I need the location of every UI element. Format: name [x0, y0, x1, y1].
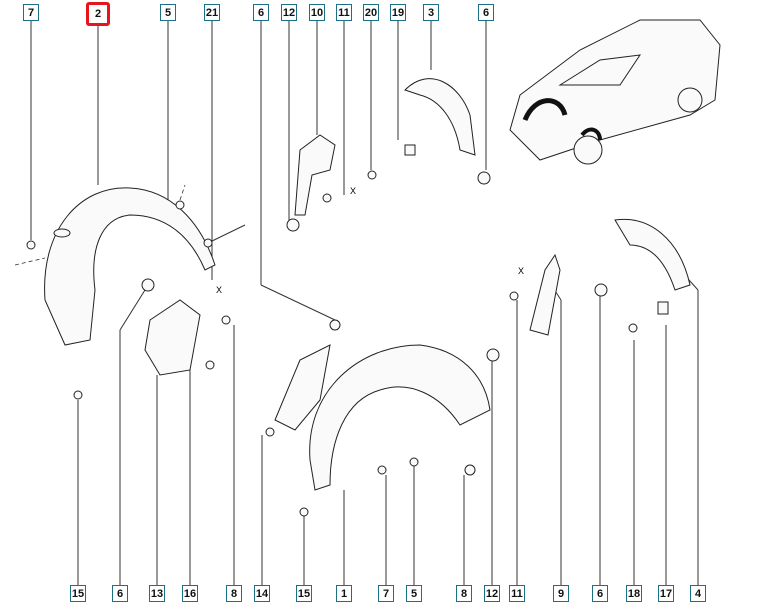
- axis-mark: X: [216, 285, 223, 295]
- part-label-3[interactable]: 3: [423, 4, 439, 21]
- wheel-arch-liner-center: [274, 344, 491, 491]
- part-label-6[interactable]: 6: [592, 585, 608, 602]
- part-label-7[interactable]: 7: [23, 4, 39, 21]
- part-label-8[interactable]: 8: [226, 585, 242, 602]
- part-label-12[interactable]: 12: [484, 585, 500, 602]
- bracket-10: [294, 134, 336, 216]
- part-label-7[interactable]: 7: [378, 585, 394, 602]
- part-label-17[interactable]: 17: [658, 585, 674, 602]
- part-label-15[interactable]: 15: [296, 585, 312, 602]
- wheel-arch-liner-rear-upper: [404, 78, 476, 156]
- part-label-19[interactable]: 19: [390, 4, 406, 21]
- part-label-11[interactable]: 11: [336, 4, 352, 21]
- bolt-21: [203, 224, 246, 248]
- axis-mark: X: [350, 186, 357, 196]
- part-label-21[interactable]: 21: [204, 4, 220, 21]
- part-label-6[interactable]: 6: [112, 585, 128, 602]
- bracket-9: [529, 253, 561, 336]
- fasteners: [26, 144, 669, 517]
- part-label-15[interactable]: 15: [70, 585, 86, 602]
- part-label-16[interactable]: 16: [182, 585, 198, 602]
- part-label-14[interactable]: 14: [254, 585, 270, 602]
- part-label-4[interactable]: 4: [690, 585, 706, 602]
- part-label-6[interactable]: 6: [478, 4, 494, 21]
- part-label-2-highlighted[interactable]: 2: [86, 2, 110, 26]
- part-label-20[interactable]: 20: [363, 4, 379, 21]
- part-label-12[interactable]: 12: [281, 4, 297, 21]
- part-label-9[interactable]: 9: [553, 585, 569, 602]
- part-label-1[interactable]: 1: [336, 585, 352, 602]
- part-label-5[interactable]: 5: [406, 585, 422, 602]
- wheel-arch-liner-rear-lower: [614, 218, 691, 291]
- bracket-13: [144, 299, 201, 376]
- car-illustration: [509, 19, 721, 165]
- part-label-5[interactable]: 5: [160, 4, 176, 21]
- part-label-18[interactable]: 18: [626, 585, 642, 602]
- axis-mark: X: [518, 266, 525, 276]
- part-label-10[interactable]: 10: [309, 4, 325, 21]
- part-label-8[interactable]: 8: [456, 585, 472, 602]
- part-label-13[interactable]: 13: [149, 585, 165, 602]
- part-label-11[interactable]: 11: [509, 585, 525, 602]
- leader-lines: [30, 20, 699, 585]
- part-label-6[interactable]: 6: [253, 4, 269, 21]
